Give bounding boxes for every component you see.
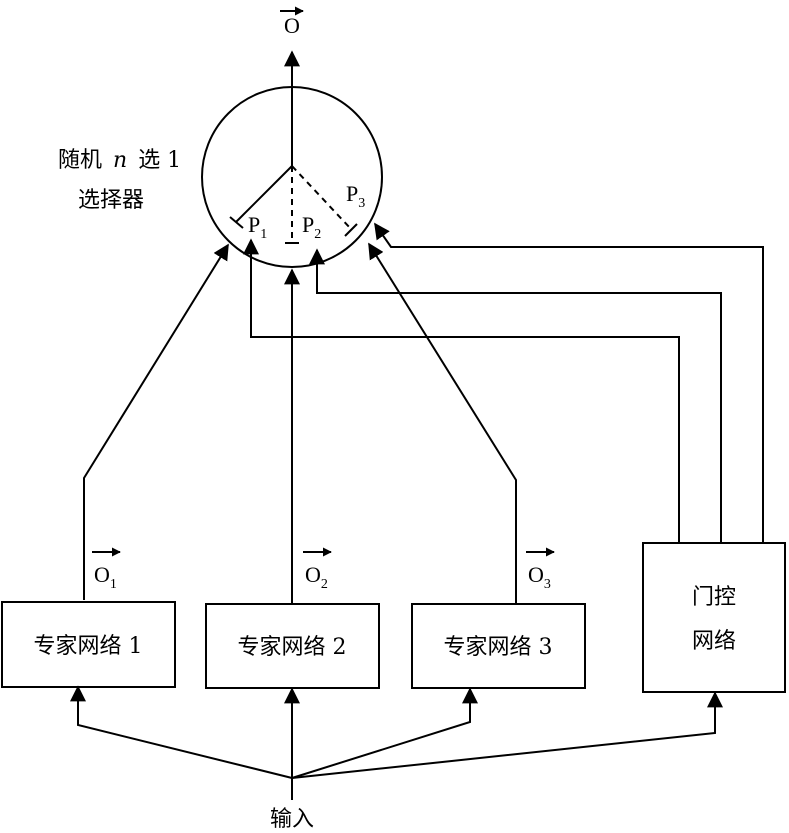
expert-network-3: 专家网络 3 [411,603,586,689]
input-label: 输入 [270,807,314,832]
selector-label: 随机 n 选 1 选择器 [58,148,181,213]
prob-label-3: P3 [346,181,365,211]
input-path-expert-3 [291,687,478,779]
expert-3-output-label: O3 [526,547,555,592]
input-path-gate [291,691,723,779]
selector-label-suffix: 选 1 [138,148,181,173]
expert-2-output-label: O2 [303,547,332,592]
expert-network-1: 专家网络 1 [1,601,176,688]
svg-text:O3: O3 [528,562,551,592]
svg-text:随机 n 选 1: 随机 n 选 1 [58,148,181,173]
gate-network-label-line2: 网络 [692,629,736,654]
expert-3-output-path [368,242,517,603]
switch-line-3 [291,165,352,230]
gate-network: 门控 网络 [642,542,786,693]
gate-network-label-line1: 门控 [692,585,736,610]
svg-text:O2: O2 [305,562,328,592]
gate-path-3 [374,222,764,543]
input-path-expert-1 [70,685,293,779]
selector-circle [201,86,383,268]
output-symbol: O [284,13,300,38]
expert-network-2: 专家网络 2 [205,603,380,689]
expert-network-2-label: 专家网络 2 [238,635,347,660]
selector-label-line2: 选择器 [78,188,144,213]
svg-text:O1: O1 [94,562,117,592]
expert-1-output-path [83,243,229,600]
selector-label-prefix: 随机 [58,148,102,173]
expert-network-3-label: 专家网络 3 [444,635,553,660]
gate-path-1 [243,238,680,543]
selector-label-n: n [113,148,127,173]
prob-label-1: P1 [248,212,267,242]
contact-tick-3 [344,223,358,237]
prob-label-2: P2 [302,212,321,242]
contact-tick-1 [229,216,244,229]
expert-network-1-label: 专家网络 1 [34,634,143,659]
output-label: O [280,6,304,38]
switch-line-1 [235,165,293,223]
gate-path-2 [309,248,722,543]
expert-1-output-label: O1 [92,547,121,592]
